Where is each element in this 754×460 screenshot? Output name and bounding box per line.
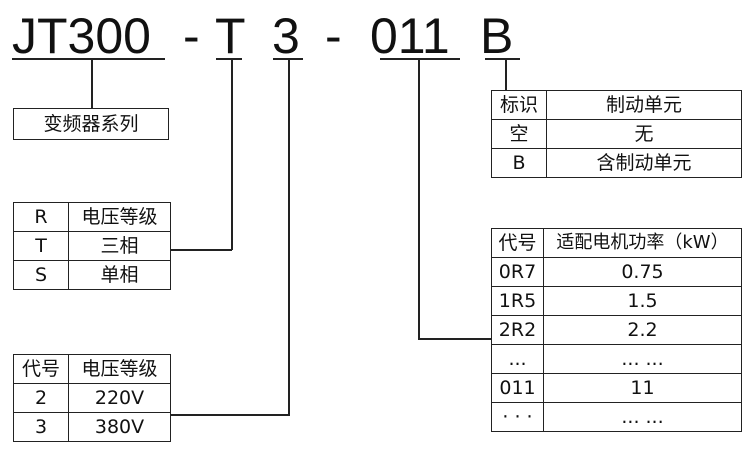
power-cell: 011 [491,373,544,403]
voltage-header-desc: 电压等级 [68,354,171,384]
connector-series [91,58,93,108]
table-row: 代号 电压等级 [13,354,171,384]
series-box: 变频器系列 [13,108,169,140]
brake-cell: 空 [491,119,547,149]
connector-voltage-h [170,414,290,416]
phase-cell: S [13,260,69,290]
table-row: S 单相 [13,260,171,290]
power-cell: 1R5 [491,286,544,316]
code-dash-1: - [183,8,200,64]
power-cell: ... [491,344,544,374]
table-row: · · · ... ... [491,402,742,432]
table-row: 2R2 2.2 [491,315,742,345]
power-header-desc: 适配电机功率（kW） [543,228,742,258]
brake-cell: 无 [546,119,742,149]
voltage-cell: 2 [13,383,69,413]
table-row: T 三相 [13,231,171,261]
phase-cell: 三相 [68,231,171,261]
connector-power-h [418,338,492,340]
table-row: R 电压等级 [13,202,171,232]
table-row: 空 无 [491,119,742,149]
table-row: 代号 适配电机功率（kW） [491,228,742,258]
power-table: 代号 适配电机功率（kW） 0R7 0.75 1R5 1.5 2R2 2.2 .… [491,228,742,432]
code-voltage: 3 [272,8,300,64]
table-row: ... ... ... [491,344,742,374]
phase-header-code: R [13,202,69,232]
phase-cell: T [13,231,69,261]
table-row: 1R5 1.5 [491,286,742,316]
phase-table: R 电压等级 T 三相 S 单相 [13,202,171,290]
voltage-cell: 220V [68,383,171,413]
code-phase: T [215,8,246,64]
voltage-table: 代号 电压等级 2 220V 3 380V [13,354,171,442]
power-cell: ... ... [543,402,742,432]
table-row: 011 11 [491,373,742,403]
brake-header-code: 标识 [491,90,547,120]
power-header-code: 代号 [491,228,544,258]
connector-phase-v [231,58,233,250]
underline-brake [485,58,520,60]
table-row: 2 220V [13,383,171,413]
code-power: 011 [370,8,450,64]
power-cell: 2R2 [491,315,544,345]
table-row: 标识 制动单元 [491,90,742,120]
brake-cell: 含制动单元 [546,148,742,178]
phase-cell: 单相 [68,260,171,290]
voltage-cell: 3 [13,412,69,442]
phase-header-desc: 电压等级 [68,202,171,232]
code-dash-2: - [325,8,342,64]
connector-voltage-v [288,58,290,415]
power-cell: ... ... [543,344,742,374]
power-cell: 0.75 [543,257,742,287]
table-row: 0R7 0.75 [491,257,742,287]
voltage-header-code: 代号 [13,354,69,384]
table-row: 3 380V [13,412,171,442]
brake-cell: B [491,148,547,178]
power-cell: 0R7 [491,257,544,287]
power-cell: · · · [491,402,544,432]
connector-brake [505,58,507,90]
connector-phase-h [170,249,232,251]
brake-header-desc: 制动单元 [546,90,742,120]
code-brake: B [480,8,514,64]
power-cell: 2.2 [543,315,742,345]
power-cell: 1.5 [543,286,742,316]
power-cell: 11 [543,373,742,403]
underline-phase [216,58,242,60]
underline-power [380,58,460,60]
connector-power-v [418,58,420,339]
table-row: B 含制动单元 [491,148,742,178]
brake-table: 标识 制动单元 空 无 B 含制动单元 [491,90,742,178]
underline-series [12,58,165,60]
code-series: JT300 [12,8,151,64]
voltage-cell: 380V [68,412,171,442]
